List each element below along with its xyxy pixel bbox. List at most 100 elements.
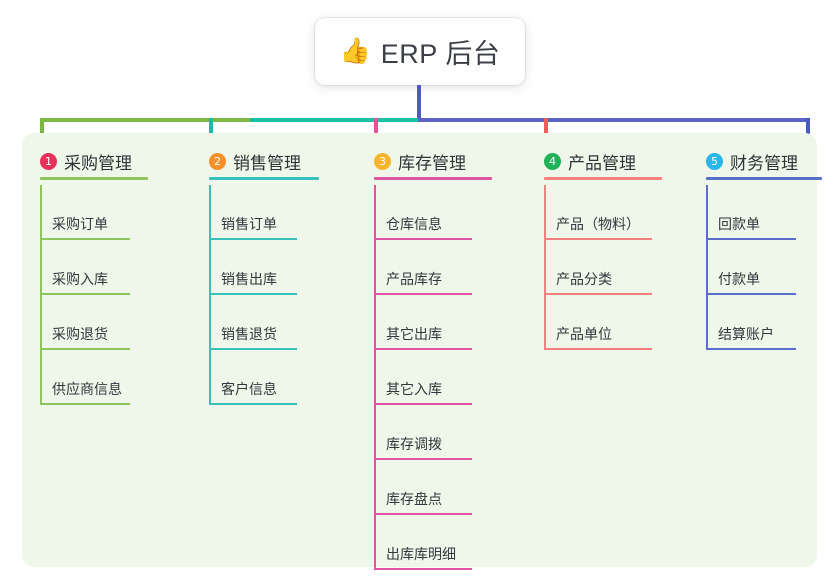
item-rule <box>374 568 472 570</box>
item-stem <box>544 185 546 240</box>
item-rule <box>209 348 297 350</box>
connector-bar-indigo <box>418 118 810 122</box>
list-item[interactable]: 采购订单 <box>22 185 132 240</box>
column-header-rule-4 <box>544 177 662 180</box>
column-items-2: 销售订单销售出库销售退货客户信息 <box>191 185 301 405</box>
column-badge-5: 5 <box>706 152 723 170</box>
item-rule <box>544 348 652 350</box>
list-item[interactable]: 销售出库 <box>191 240 301 295</box>
item-label: 销售退货 <box>221 326 277 342</box>
item-rule <box>40 403 130 405</box>
item-label: 其它出库 <box>386 326 442 342</box>
diagram-panel <box>22 133 817 567</box>
item-label: 回款单 <box>718 216 760 232</box>
item-stem <box>374 350 376 405</box>
item-label: 供应商信息 <box>52 381 122 397</box>
list-item[interactable]: 产品单位 <box>526 295 652 350</box>
item-rule <box>374 348 472 350</box>
column-items-5: 回款单付款单结算账户 <box>688 185 798 350</box>
list-item[interactable]: 客户信息 <box>191 350 301 405</box>
list-item[interactable]: 仓库信息 <box>356 185 472 240</box>
item-rule <box>706 348 796 350</box>
item-stem <box>706 185 708 240</box>
item-rule <box>209 403 297 405</box>
list-item[interactable]: 采购入库 <box>22 240 132 295</box>
item-stem <box>706 240 708 295</box>
list-item[interactable]: 付款单 <box>688 240 798 295</box>
list-item[interactable]: 采购退货 <box>22 295 132 350</box>
item-rule <box>544 238 652 240</box>
item-stem <box>374 295 376 350</box>
item-stem <box>374 405 376 460</box>
column-header-rule-2 <box>209 177 319 180</box>
item-stem <box>374 185 376 240</box>
item-label: 产品分类 <box>556 271 612 287</box>
root-node-card[interactable]: 👍 ERP 后台 <box>315 18 525 85</box>
list-item[interactable]: 产品（物料） <box>526 185 652 240</box>
item-rule <box>209 238 297 240</box>
item-label: 仓库信息 <box>386 216 442 232</box>
item-rule <box>374 458 472 460</box>
item-label: 产品库存 <box>386 271 442 287</box>
item-stem <box>374 515 376 570</box>
item-label: 产品单位 <box>556 326 612 342</box>
item-label: 结算账户 <box>718 326 774 342</box>
column-header-5[interactable]: 5 财务管理 <box>688 144 822 180</box>
list-item[interactable]: 产品分类 <box>526 240 652 295</box>
column-badge-4: 4 <box>544 152 561 170</box>
item-label: 库存盘点 <box>386 491 442 507</box>
item-rule <box>374 403 472 405</box>
list-item[interactable]: 销售订单 <box>191 185 301 240</box>
item-stem <box>40 185 42 240</box>
item-stem <box>544 240 546 295</box>
item-stem <box>544 295 546 350</box>
item-rule <box>40 293 130 295</box>
item-rule <box>40 348 130 350</box>
column-title-1: 采购管理 <box>64 153 132 173</box>
connector-bar-teal <box>250 118 420 122</box>
column-5: 5 财务管理回款单付款单结算账户 <box>688 144 822 350</box>
item-rule <box>374 513 472 515</box>
item-label: 库存调拨 <box>386 436 442 452</box>
column-title-5: 财务管理 <box>730 153 798 173</box>
list-item[interactable]: 结算账户 <box>688 295 798 350</box>
column-title-3: 库存管理 <box>398 153 466 173</box>
item-label: 采购入库 <box>52 271 108 287</box>
item-rule <box>40 238 130 240</box>
column-header-rule-1 <box>40 177 148 180</box>
list-item[interactable]: 销售退货 <box>191 295 301 350</box>
item-label: 销售订单 <box>221 216 277 232</box>
column-items-1: 采购订单采购入库采购退货供应商信息 <box>22 185 132 405</box>
item-stem <box>40 350 42 405</box>
item-stem <box>374 240 376 295</box>
item-label: 出库库明细 <box>386 546 456 562</box>
list-item[interactable]: 供应商信息 <box>22 350 132 405</box>
item-rule <box>544 293 652 295</box>
thumbs-up-icon: 👍 <box>339 37 371 65</box>
list-item[interactable]: 出库库明细 <box>356 515 472 570</box>
list-item[interactable]: 库存调拨 <box>356 405 472 460</box>
item-stem <box>40 295 42 350</box>
item-label: 采购订单 <box>52 216 108 232</box>
list-item[interactable]: 回款单 <box>688 185 798 240</box>
column-header-rule-5 <box>706 177 822 180</box>
root-title: ERP 后台 <box>380 39 501 69</box>
item-label: 其它入库 <box>386 381 442 397</box>
item-label: 付款单 <box>718 271 760 287</box>
list-item[interactable]: 其它出库 <box>356 295 472 350</box>
column-items-4: 产品（物料） 产品分类产品单位 <box>526 185 652 350</box>
list-item[interactable]: 库存盘点 <box>356 460 472 515</box>
column-title-2: 销售管理 <box>233 153 301 173</box>
list-item[interactable]: 其它入库 <box>356 350 472 405</box>
item-rule <box>374 293 472 295</box>
item-stem <box>40 240 42 295</box>
list-item[interactable]: 产品库存 <box>356 240 472 295</box>
column-items-3: 仓库信息产品库存其它出库其它入库库存调拨库存盘点出库库明细 <box>356 185 472 570</box>
